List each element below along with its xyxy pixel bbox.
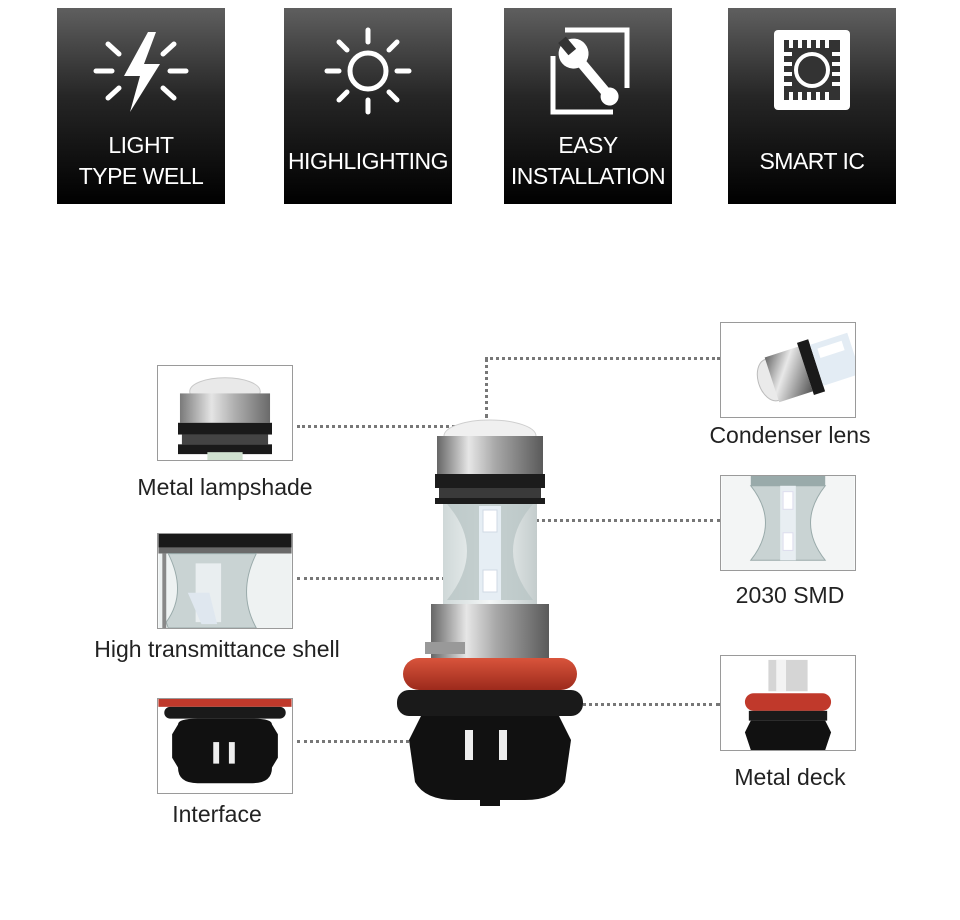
- feature-label-line: HIGHLIGHTING: [287, 147, 449, 174]
- led-bulb-image: [395, 410, 585, 810]
- interface-image: [157, 698, 293, 794]
- leader-condenser-lens: [485, 357, 720, 360]
- condenser-lens-image: [720, 322, 856, 418]
- leader-metal-deck: [570, 703, 720, 706]
- feature-light-type-well: LIGHT TYPE WELL: [57, 8, 225, 204]
- leader-interface: [297, 740, 457, 743]
- caption-interface: Interface: [172, 801, 262, 827]
- feature-smart-ic: SMART IC: [728, 8, 896, 204]
- caption-condenser-lens: Condenser lens: [709, 422, 871, 448]
- 2030-smd-image: [720, 475, 856, 571]
- high-transmittance-shell-image: [157, 533, 293, 629]
- leader-metal-lampshade: [297, 425, 467, 428]
- feature-highlighting: HIGHLIGHTING: [284, 8, 452, 204]
- feature-label-line: TYPE WELL: [78, 163, 204, 189]
- leader-high-transmittance-shell: [297, 577, 445, 580]
- wrench-icon: [504, 26, 672, 116]
- metal-lampshade-image: [157, 365, 293, 461]
- leader-2030-smd: [505, 519, 720, 522]
- feature-label-line: LIGHT: [108, 132, 174, 158]
- caption-high-transmittance-shell: High transmittance shell: [94, 636, 340, 662]
- feature-label-line: EASY: [558, 132, 618, 158]
- caption-metal-lampshade: Metal lampshade: [137, 474, 313, 500]
- metal-deck-image: [720, 655, 856, 751]
- chip-icon: [728, 26, 896, 116]
- caption-metal-deck: Metal deck: [734, 764, 846, 790]
- lightning-icon: [57, 26, 225, 116]
- leader-condenser-lens-vertical: [485, 358, 488, 418]
- sun-icon: [284, 26, 452, 116]
- caption-2030-smd: 2030 SMD: [735, 582, 845, 608]
- feature-label-line: INSTALLATION: [510, 163, 666, 189]
- feature-easy-installation: EASY INSTALLATION: [504, 8, 672, 204]
- feature-label-line: SMART IC: [759, 147, 865, 174]
